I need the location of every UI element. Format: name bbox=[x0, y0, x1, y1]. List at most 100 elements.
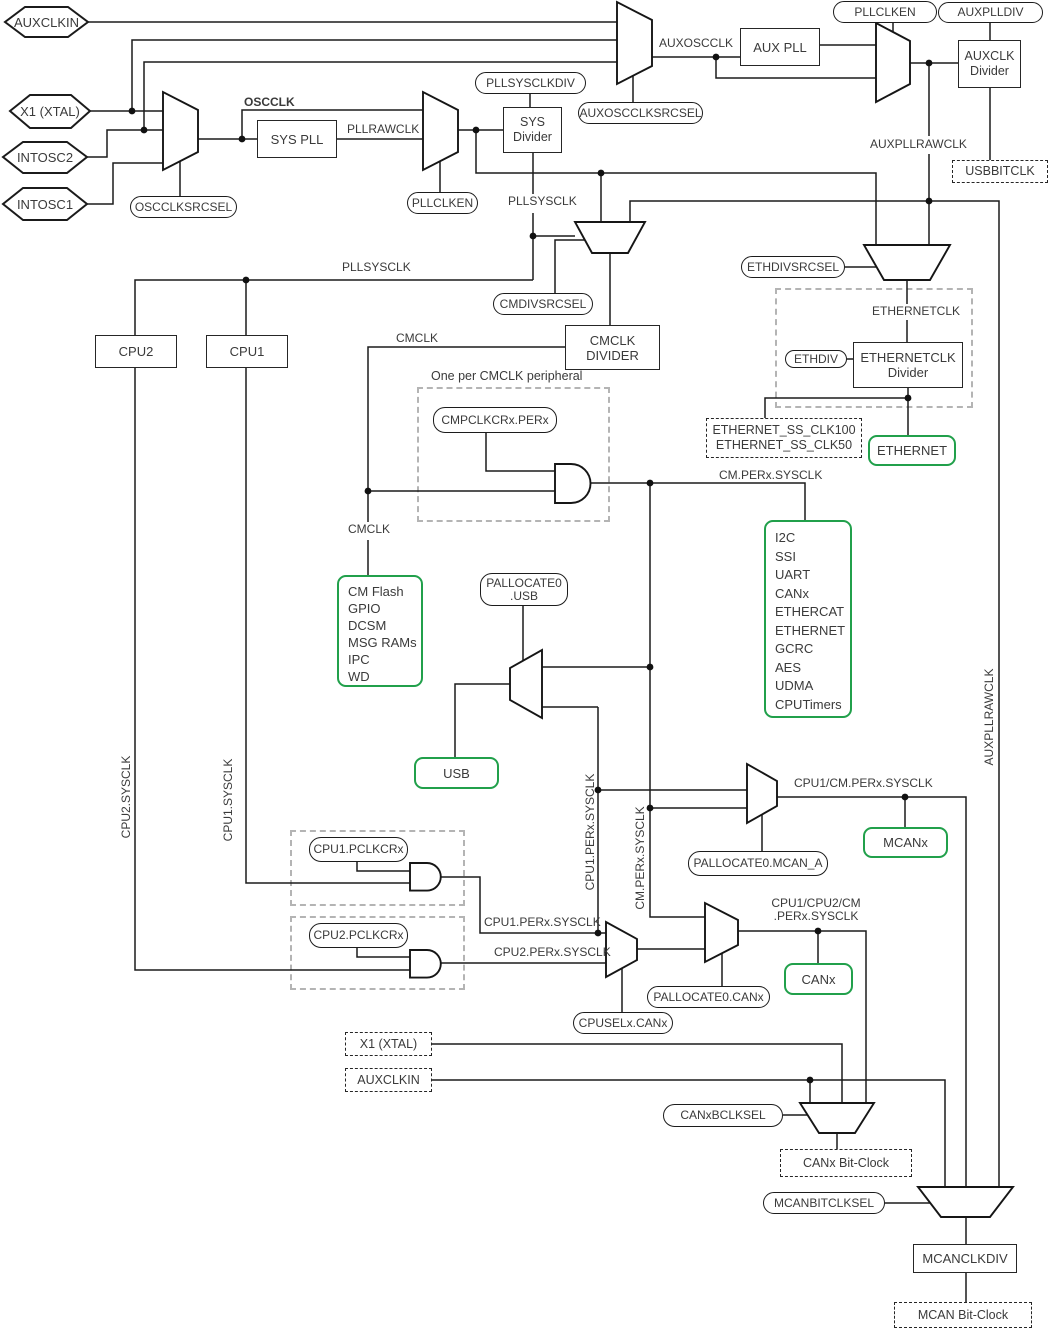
mcanx-green-box: MCANx bbox=[863, 827, 948, 858]
can-cpusel-mux bbox=[605, 920, 638, 979]
canx-bitclock-mux bbox=[798, 1102, 876, 1134]
usb-green-box: USB bbox=[414, 757, 499, 789]
mcanbitclksel-text: MCANBITCLKSEL bbox=[773, 1195, 875, 1210]
and-gates bbox=[409, 463, 592, 979]
cmclk-net-label-a: CMCLK bbox=[396, 331, 439, 345]
peripheral-item: AES bbox=[775, 659, 802, 675]
usbbitclk-dashed: USBBITCLK bbox=[952, 160, 1048, 183]
ethernetclk-net-label: ETHERNETCLK bbox=[869, 305, 964, 318]
cmclk-net-label-b: CMCLK bbox=[345, 523, 394, 536]
auxoscclk-net-label: AUXOSCCLK bbox=[659, 36, 734, 50]
mcan-clock-mux bbox=[746, 762, 778, 825]
ethdiv-pill: ETHDIV bbox=[785, 350, 847, 368]
cm-list-item: IPC bbox=[348, 652, 370, 667]
cpuselx-canx-pill: CPUSELx.CANx bbox=[573, 1012, 673, 1034]
cmpclkcr-pill: CMPCLKCRx.PERx bbox=[433, 407, 557, 433]
auxclkin-hexagon bbox=[3, 6, 90, 38]
auxpll-bypass-mux bbox=[875, 21, 911, 104]
pallocate-mcan-pill: PALLOCATE0.MCAN_A bbox=[688, 851, 828, 876]
pllsysclk-net-label-b: PLLSYSCLK bbox=[342, 260, 411, 274]
x1-xtal-dashed: X1 (XTAL) bbox=[345, 1032, 432, 1056]
pallocate-canx-text: PALLOCATE0.CANx bbox=[653, 989, 764, 1004]
ethdivsrcsel-pill: ETHDIVSRCSEL bbox=[741, 256, 845, 278]
auxclkin-dashed-label: AUXCLKIN bbox=[357, 1072, 420, 1087]
cpu2-pclkcr-zone bbox=[290, 916, 465, 990]
intosc2-input-label: INTOSC2 bbox=[16, 150, 74, 165]
auxclk-divider-l1: AUXCLK bbox=[964, 49, 1015, 63]
ethernetclk-divider-block: ETHERNETCLK Divider bbox=[853, 342, 963, 388]
peripheral-item: CPUTimers bbox=[775, 696, 842, 712]
cpu1-sysclk-net-label: CPU1.SYSCLK bbox=[221, 758, 235, 842]
ethernet-ss-dashed: ETHERNET_SS_CLK100 ETHERNET_SS_CLK50 bbox=[706, 418, 862, 458]
ethernet-ss-l2: ETHERNET_SS_CLK50 bbox=[715, 438, 853, 452]
cmdivsrcsel-text: CMDIVSRCSEL bbox=[499, 296, 587, 311]
cpu2-pclkcr-pill: CPU2.PCLKCRx bbox=[309, 923, 408, 948]
cm-perx-sysclk-vert-label: CM.PERx.SYSCLK bbox=[633, 806, 647, 910]
auxclk-divider-block: AUXCLK Divider bbox=[958, 40, 1021, 88]
cpu2-pclkcr-text: CPU2.PCLKCRx bbox=[313, 928, 404, 942]
pallocate-usb-l2: .USB bbox=[509, 588, 538, 603]
combo-net-label: CPU1/CPU2/CM .PERx.SYSCLK bbox=[766, 897, 866, 923]
cm-peripherals-green-list: I2C SSI UART CANx ETHERCAT ETHERNET GCRC… bbox=[764, 520, 852, 718]
peripheral-item: GCRC bbox=[775, 641, 814, 656]
cmclk-divider-l2: DIVIDER bbox=[586, 347, 639, 363]
oscclk-net-label: OSCCLK bbox=[244, 95, 295, 109]
peripheral-item: SSI bbox=[775, 548, 796, 564]
pallocate-canx-pill: PALLOCATE0.CANx bbox=[647, 986, 770, 1008]
canx-bitclock-label: CANx Bit-Clock bbox=[802, 1155, 890, 1170]
muxes bbox=[162, 0, 1015, 1218]
ethernet-green-box: ETHERNET bbox=[868, 435, 956, 466]
ethernetclk-divider-l1: ETHERNETCLK bbox=[860, 350, 956, 365]
pllclken-sys-text: PLLCLKEN bbox=[411, 195, 474, 210]
cm-list-item: MSG RAMs bbox=[348, 635, 417, 650]
auxclkin-dashed: AUXCLKIN bbox=[345, 1068, 432, 1092]
cm-list-item: WD bbox=[348, 669, 370, 684]
cpu1-perx-sysclk-vert-label: CPU1.PERx.SYSCLK bbox=[583, 773, 597, 891]
auxclkin-input-label: AUXCLKIN bbox=[13, 14, 80, 30]
mcanclkdiv-block: MCANCLKDIV bbox=[913, 1244, 1017, 1273]
canx-green-box: CANx bbox=[784, 963, 853, 995]
mcan-bitclock-label: MCAN Bit-Clock bbox=[917, 1307, 1009, 1322]
auxoscclksrcsel-text: AUXOSCCLKSRCSEL bbox=[579, 105, 702, 120]
pallocate-usb-pill: PALLOCATE0 .USB bbox=[480, 573, 568, 606]
canxbclksel-pill: CANxBCLKSEL bbox=[663, 1104, 783, 1127]
pallocate-mcan-text: PALLOCATE0.MCAN_A bbox=[693, 856, 823, 870]
combo-net-l2: .PERx.SYSCLK bbox=[773, 909, 859, 923]
cpu1-per-clock-and-gate bbox=[409, 862, 442, 892]
sys-divider-l2: Divider bbox=[513, 130, 552, 144]
mcanx-label: MCANx bbox=[883, 835, 928, 850]
cmclk-divider-l1: CMCLK bbox=[589, 332, 636, 348]
ethdiv-text: ETHDIV bbox=[793, 351, 838, 366]
cm-list-item: GPIO bbox=[348, 601, 381, 616]
cm-list-item: CM Flash bbox=[348, 584, 404, 599]
input-hexagons bbox=[1, 6, 92, 221]
x1-xtal-input-label: X1 (XTAL) bbox=[20, 104, 80, 119]
cpu2-perx-net-label: CPU2.PERx.SYSCLK bbox=[494, 945, 611, 959]
ethernet-divider-zone bbox=[775, 288, 973, 408]
cpu2-per-clock-and-gate bbox=[409, 949, 442, 979]
cm-clock-source-mux bbox=[573, 221, 647, 254]
peripheral-item: I2C bbox=[775, 530, 796, 545]
pllsysclkdiv-pill: PLLSYSCLKDIV bbox=[475, 72, 586, 94]
pllsysclk-net-label-a: PLLSYSCLK bbox=[505, 195, 580, 208]
peripheral-item: ETHERCAT bbox=[775, 604, 845, 619]
canxbclksel-text: CANxBCLKSEL bbox=[680, 1108, 766, 1122]
usb-label: USB bbox=[443, 765, 470, 781]
cmpclkcr-text: CMPCLKCRx.PERx bbox=[441, 412, 549, 427]
ethernetclk-divider-l2: Divider bbox=[887, 365, 929, 380]
auxplldiv-text: AUXPLLDIV bbox=[957, 5, 1024, 19]
usbbitclk-label: USBBITCLK bbox=[965, 164, 1035, 178]
mcan-bitclock-dashed: MCAN Bit-Clock bbox=[894, 1302, 1032, 1328]
sys-divider-l1: SYS bbox=[519, 115, 545, 129]
cpu1-pclkcr-pill: CPU1.PCLKCRx bbox=[309, 837, 408, 862]
cm-list-item: DCSM bbox=[348, 618, 387, 633]
cpu2-label: CPU2 bbox=[118, 344, 154, 359]
aux-pll-block: AUX PLL bbox=[740, 28, 820, 66]
ethdivsrcsel-text: ETHDIVSRCSEL bbox=[746, 259, 840, 274]
cpu1-block: CPU1 bbox=[206, 335, 288, 368]
canx-bitclock-dashed: CANx Bit-Clock bbox=[780, 1149, 912, 1177]
sys-divider-block: SYS Divider bbox=[503, 107, 562, 153]
cm-per-clock-and-gate bbox=[554, 463, 592, 504]
intosc2-hexagon bbox=[1, 141, 89, 174]
